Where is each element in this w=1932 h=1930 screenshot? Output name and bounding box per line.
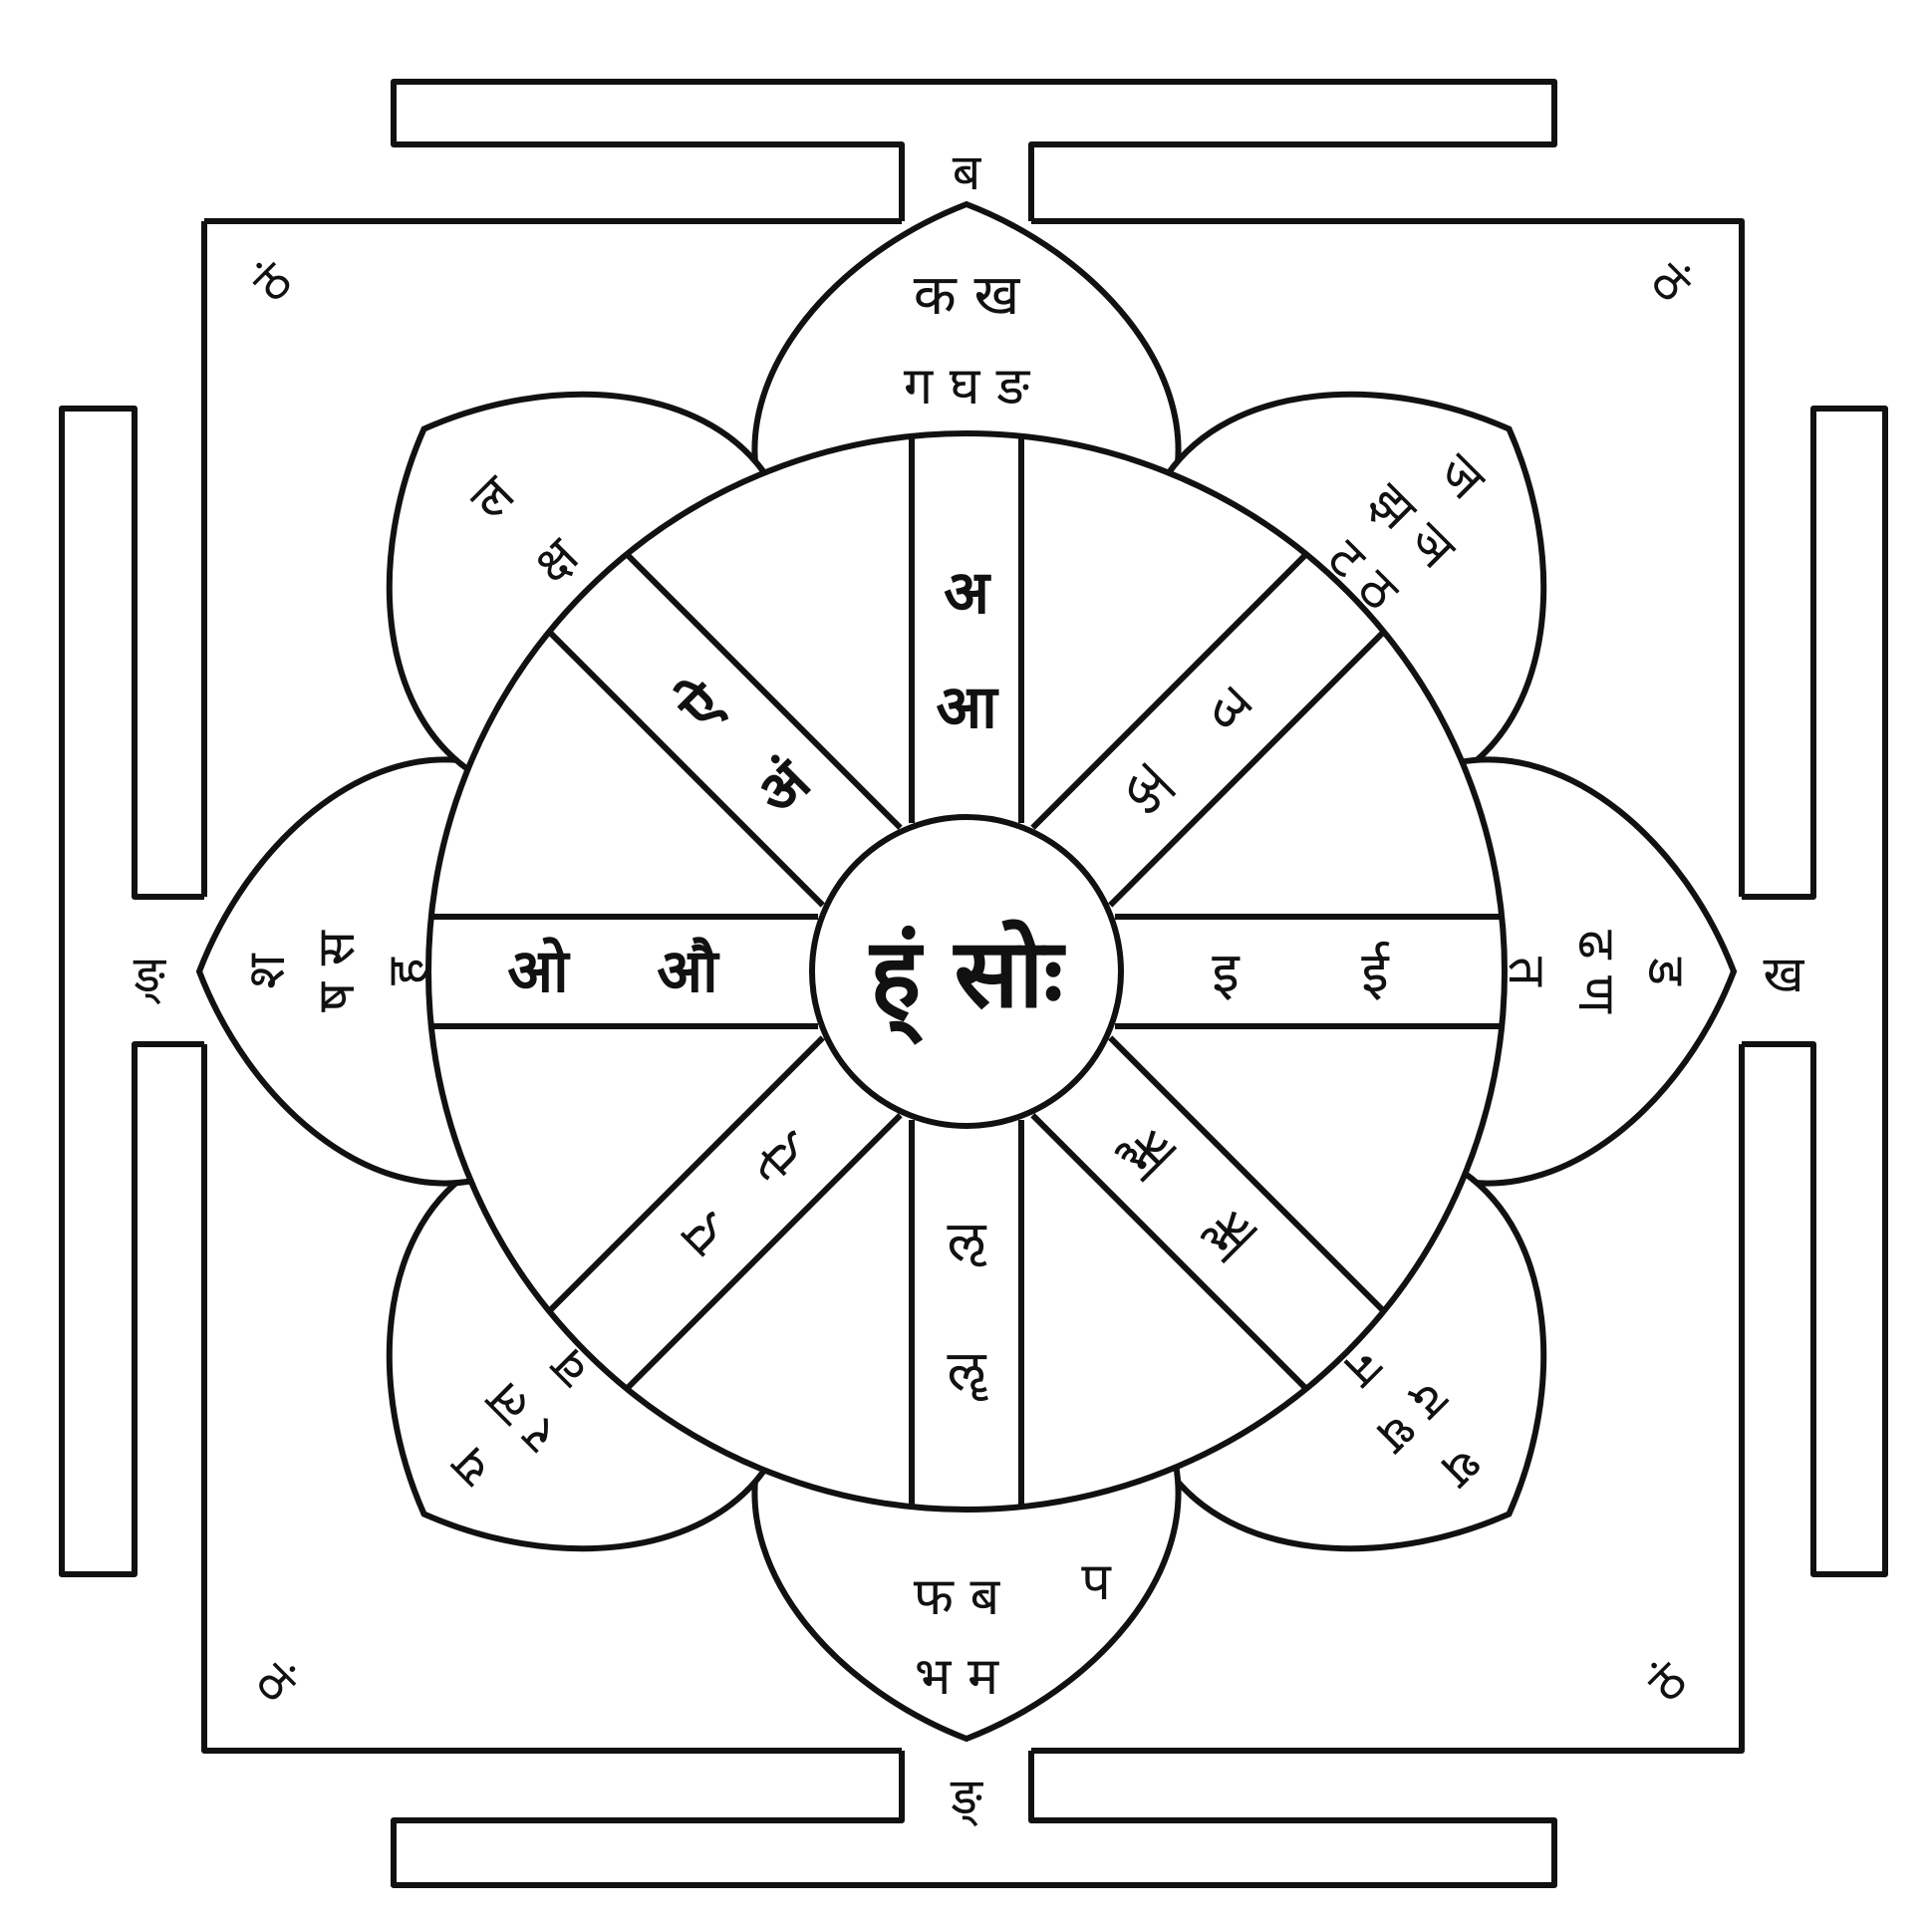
spoke-top-letters: अ आ <box>936 558 999 742</box>
petal-letter: ष स <box>307 930 367 1012</box>
petal-letter: त <box>1497 957 1556 987</box>
petal-left-letters: श ष स ह <box>237 930 436 1012</box>
corner-letter-top-right: ठं <box>1640 252 1702 314</box>
petal-right-letters: ड ढ ण त <box>1497 930 1696 1014</box>
inner-circle <box>809 814 1124 1129</box>
corner-letter-top-left: ठं <box>242 251 304 313</box>
spoke-letter: इ <box>1212 941 1241 1005</box>
corner-letter-bottom-right: ठं <box>1637 1651 1699 1713</box>
spoke-channels <box>433 438 1500 1505</box>
gate-letter-bottom: ङ् <box>950 1768 983 1827</box>
spoke-letter: ॡ <box>947 1339 988 1404</box>
petal-letter: श <box>237 953 297 989</box>
petal-letter: ग घ ङ <box>904 357 1031 416</box>
spoke-bottom-letters: ऌ ॡ <box>947 1210 988 1404</box>
petal-letter: प <box>1081 1552 1112 1612</box>
petal-letter: फ ब <box>914 1567 1001 1627</box>
center-bija-text: ह्ं सोः <box>868 918 1066 1045</box>
spoke-letter: अ <box>944 558 991 628</box>
gate-letter-top: ब <box>953 143 982 201</box>
corner-letter-bottom-left: ठं <box>245 1652 307 1714</box>
gate-letter-left: ङ् <box>133 946 166 1005</box>
gate-letter-right: ख <box>1764 946 1805 1003</box>
petal-top-letters: क ख ग घ ङ <box>904 263 1031 416</box>
spoke-letter: ऌ <box>947 1210 987 1274</box>
spoke-left-letters: ओ औ <box>507 937 720 1006</box>
petal-bottom-letters: प फ ब भ म <box>914 1552 1112 1707</box>
petal-letter: भ म <box>915 1647 999 1707</box>
spoke-letter: ओ <box>507 937 571 1006</box>
petal-letter: क ख <box>914 263 1021 328</box>
spoke-letter: ई <box>1361 941 1390 1005</box>
spoke-letter: आ <box>936 673 999 742</box>
petal-letter: ड <box>1636 957 1696 986</box>
outer-square-frame <box>59 79 1888 1888</box>
spoke-letter: औ <box>657 937 720 1006</box>
spoke-right-letters: इ ई <box>1212 941 1390 1005</box>
petal-letter: ढ ण <box>1566 930 1626 1014</box>
petal-letter: ह <box>377 957 436 985</box>
